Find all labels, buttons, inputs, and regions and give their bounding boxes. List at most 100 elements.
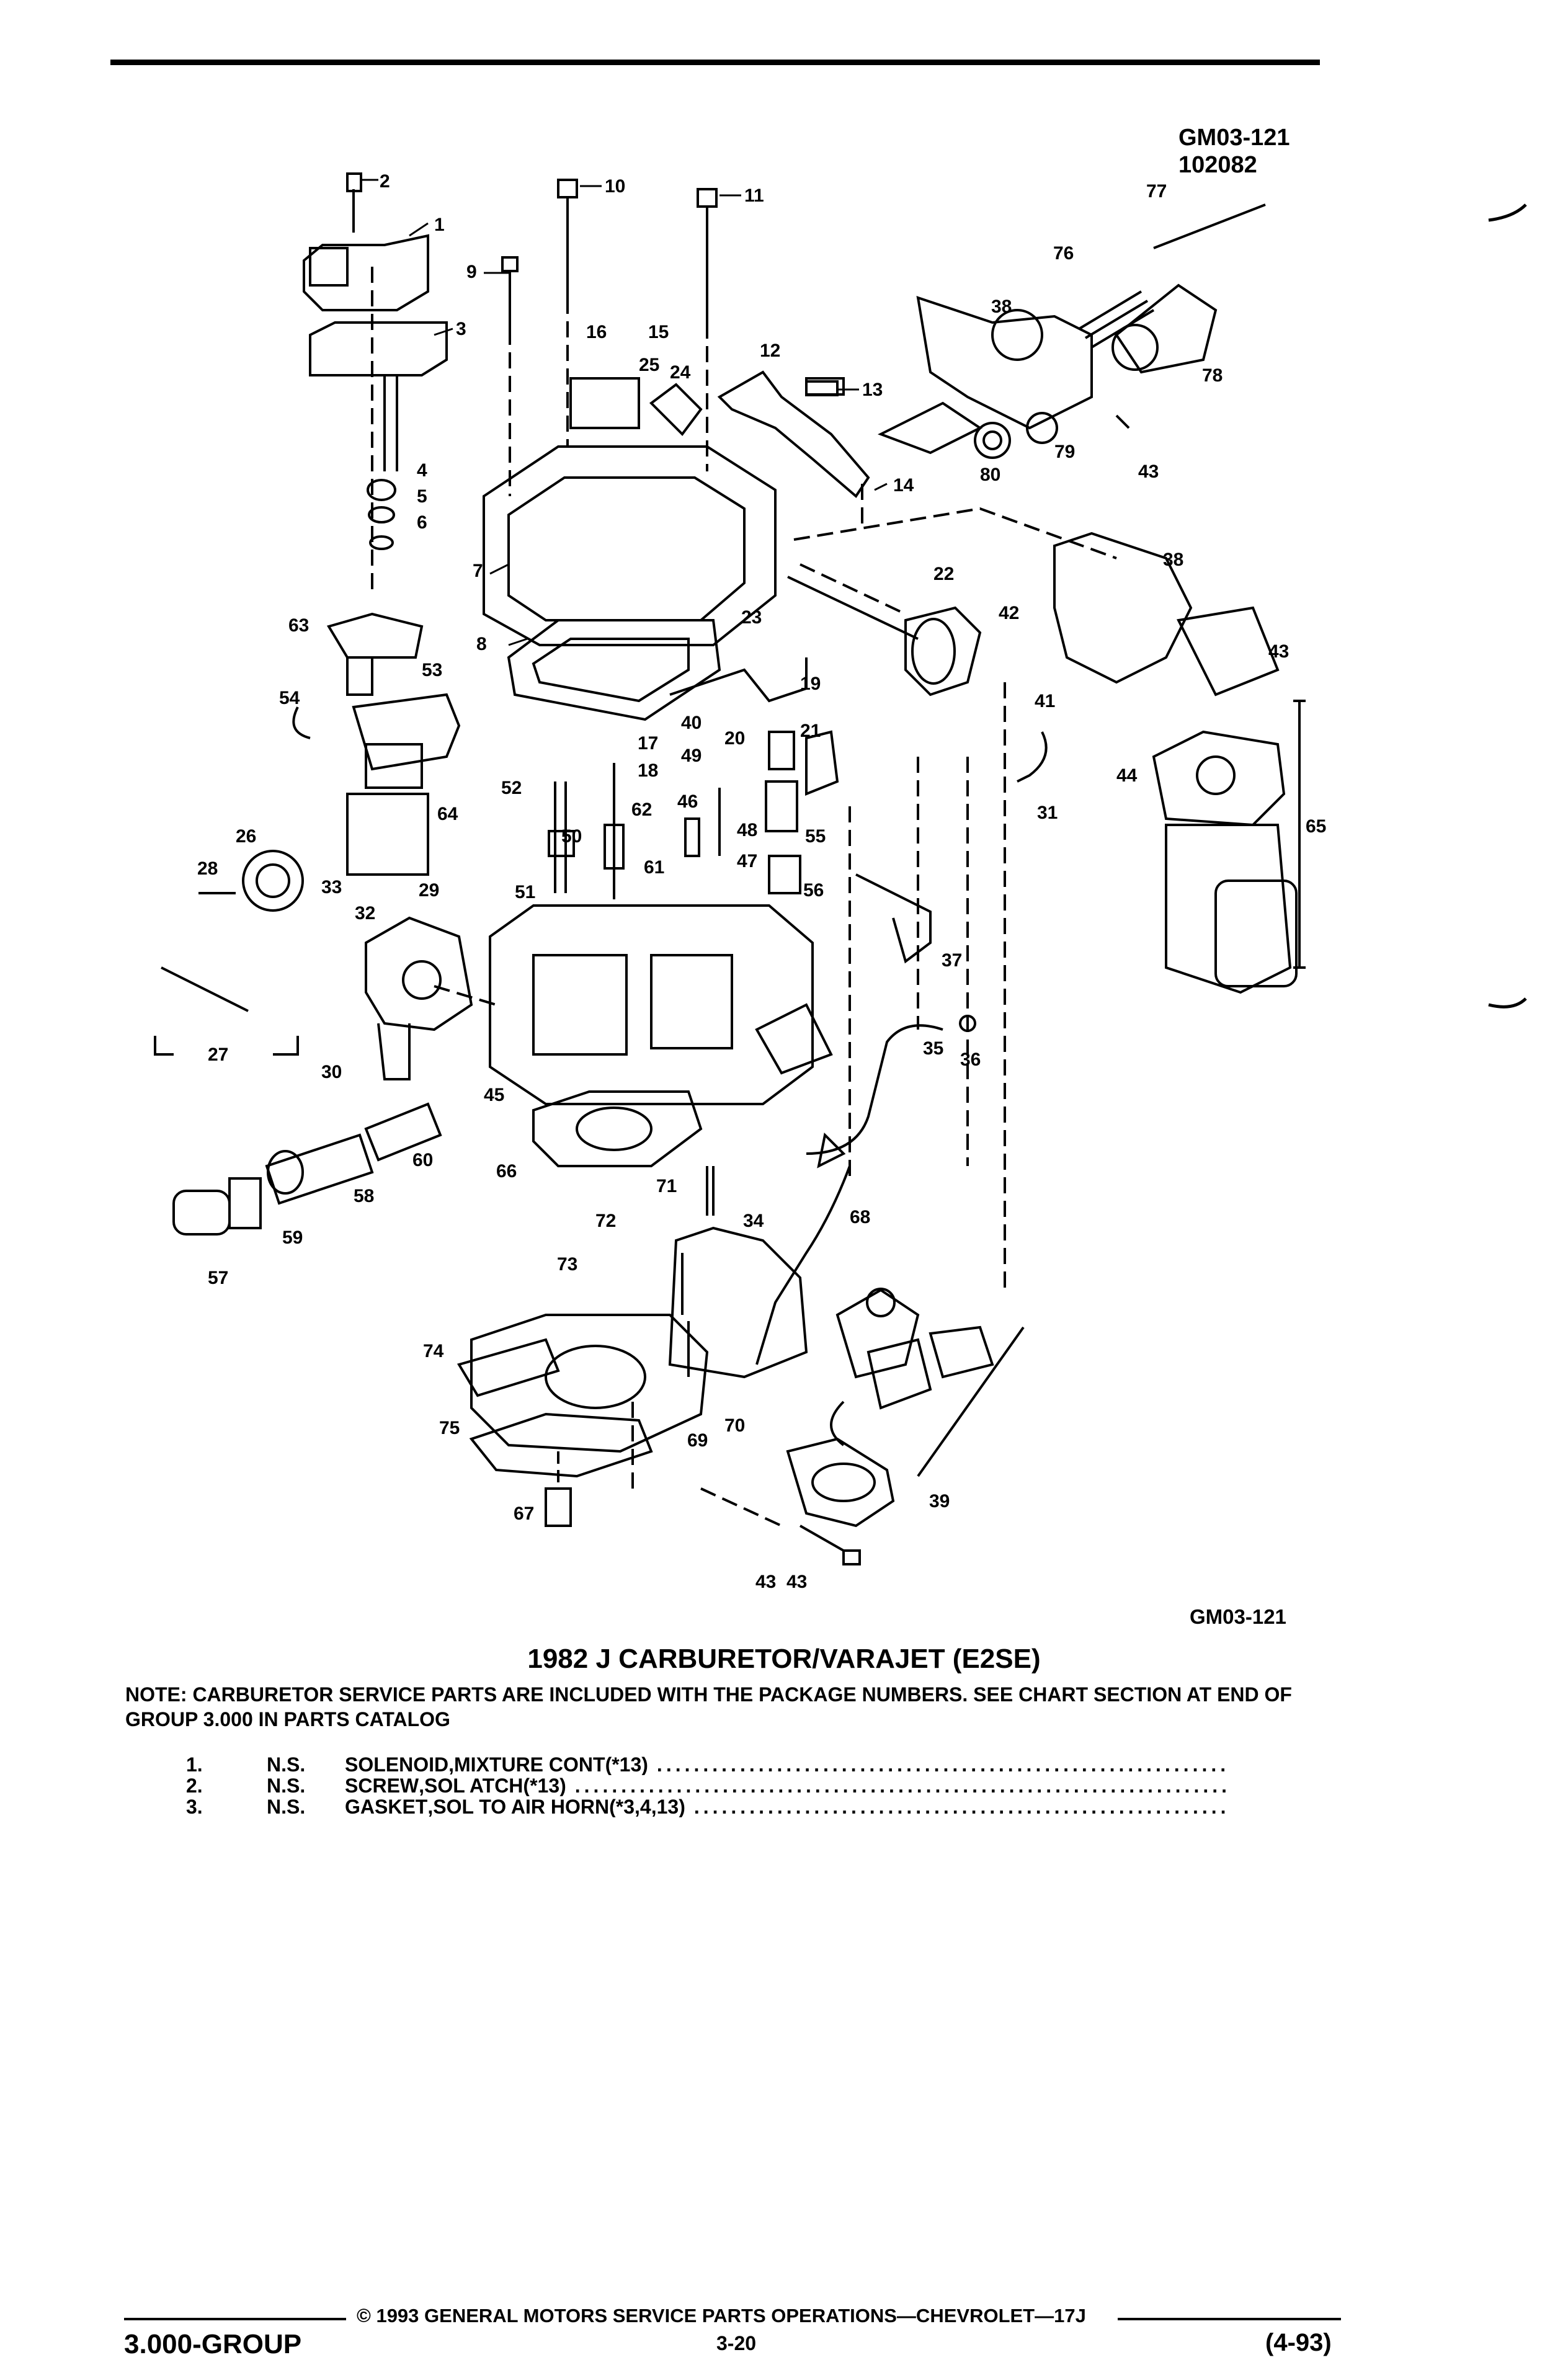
callout: 2 xyxy=(380,171,390,192)
callout: 70 xyxy=(724,1415,745,1436)
figure-code-line: 102082 xyxy=(1178,152,1257,178)
page-number: 3-20 xyxy=(716,2332,757,2354)
callout: 38 xyxy=(991,296,1012,317)
callout: 69 xyxy=(687,1430,708,1451)
copyright-text: © 1993 GENERAL MOTORS SERVICE PARTS OPER… xyxy=(357,2305,1086,2327)
callout: 31 xyxy=(1037,803,1058,823)
callout: 24 xyxy=(670,362,691,383)
callout: 53 xyxy=(422,660,442,680)
callout: 43 xyxy=(1138,461,1159,482)
footer-rule-left xyxy=(124,2318,346,2320)
parts-list-row: 3. N.S. GASKET ,SOL TO AIR HORN(*3,4,13)… xyxy=(186,1796,1228,1817)
callout: 29 xyxy=(419,880,439,901)
callout: 42 xyxy=(999,603,1019,623)
part-name: SOLENOID xyxy=(345,1754,449,1775)
figure-code-bottom: GM03-121 xyxy=(1190,1605,1286,1628)
callout: 56 xyxy=(803,880,824,901)
parts-list-row: 1. N.S. SOLENOID ,MIXTURE CONT(*13) ....… xyxy=(186,1754,1228,1775)
callout: 57 xyxy=(208,1268,228,1288)
page-title: 1982 J CARBURETOR/VARAJET (E2SE) xyxy=(527,1644,1041,1674)
exploded-view-diagram: 1 2 3 4 5 6 7 8 9 10 11 12 13 14 15 16 1… xyxy=(154,171,1527,1592)
callout: 36 xyxy=(960,1049,981,1070)
callout: 79 xyxy=(1054,442,1075,462)
callout: 72 xyxy=(595,1211,616,1231)
callout: 65 xyxy=(1306,816,1326,837)
callout: 61 xyxy=(644,857,664,878)
callout: 75 xyxy=(439,1418,460,1438)
figure-code-top: GM03-121 102082 xyxy=(1178,124,1290,179)
callout: 52 xyxy=(501,778,522,798)
callout: 12 xyxy=(760,341,780,361)
callout: 54 xyxy=(279,688,300,708)
callout: 59 xyxy=(282,1227,303,1248)
callout: 48 xyxy=(737,820,757,840)
leader-dots: ........................................… xyxy=(574,1775,1228,1796)
callout: 76 xyxy=(1053,243,1074,264)
callout: 62 xyxy=(631,799,652,820)
callout: 34 xyxy=(743,1211,764,1231)
callout: 18 xyxy=(638,760,658,781)
parts-list-row: 2. N.S. SCREW ,SOL ATCH(*13) ...........… xyxy=(186,1775,1228,1796)
parts-list: 1. N.S. SOLENOID ,MIXTURE CONT(*13) ....… xyxy=(186,1754,1228,1817)
part-name: GASKET xyxy=(345,1796,428,1817)
callout: 14 xyxy=(893,475,914,496)
callout: 30 xyxy=(321,1062,342,1082)
callout: 3 xyxy=(456,319,466,339)
callout: 27 xyxy=(208,1044,228,1065)
callout: 78 xyxy=(1202,365,1223,386)
note-text: NOTE: CARBURETOR SERVICE PARTS ARE INCLU… xyxy=(125,1683,1292,1730)
callout: 51 xyxy=(515,882,535,902)
part-number: 2. xyxy=(186,1775,203,1796)
callout: 68 xyxy=(850,1207,870,1227)
callout: 38 xyxy=(1163,550,1183,570)
callout: 66 xyxy=(496,1161,517,1182)
callout: 16 xyxy=(586,322,607,342)
callout: 71 xyxy=(656,1176,677,1196)
callout: 20 xyxy=(724,728,745,749)
callout: 63 xyxy=(288,615,309,636)
callout: 64 xyxy=(437,804,458,824)
diagram-linework xyxy=(154,172,1306,1565)
callout: 60 xyxy=(412,1150,433,1170)
footer-rule-right xyxy=(1118,2318,1341,2320)
callout: 25 xyxy=(639,355,659,375)
part-status: N.S. xyxy=(267,1796,306,1817)
callout: 39 xyxy=(929,1491,950,1512)
part-status: N.S. xyxy=(267,1754,306,1775)
top-rule xyxy=(110,60,1320,65)
callout: 11 xyxy=(744,185,764,206)
callout: 80 xyxy=(980,465,1000,485)
callout: 7 xyxy=(473,561,483,581)
part-description: ,SOL TO AIR HORN(*3,4,13) xyxy=(427,1796,685,1817)
part-description: ,SOL ATCH(*13) xyxy=(419,1775,566,1796)
callout: 35 xyxy=(923,1038,943,1059)
group-label: 3.000-GROUP xyxy=(124,2329,302,2359)
part-description: ,MIXTURE CONT(*13) xyxy=(448,1754,648,1775)
callout: 43 xyxy=(1268,641,1289,662)
callout: 32 xyxy=(355,903,375,924)
callout: 1 xyxy=(434,215,445,235)
callout: 28 xyxy=(197,858,218,879)
callout: 55 xyxy=(805,826,826,847)
date-code: (4-93) xyxy=(1265,2329,1332,2356)
callout: 44 xyxy=(1116,765,1138,786)
callout: 10 xyxy=(605,176,625,197)
part-number: 3. xyxy=(186,1796,203,1817)
callout: 40 xyxy=(681,713,702,733)
callout: 41 xyxy=(1035,691,1055,711)
callout: 50 xyxy=(561,826,582,847)
callout: 45 xyxy=(484,1085,504,1105)
part-number: 1. xyxy=(186,1754,203,1775)
callout: 43 xyxy=(786,1572,807,1592)
leader-dots: ........................................… xyxy=(693,1796,1228,1817)
callout: 37 xyxy=(942,950,962,971)
callout: 47 xyxy=(737,851,757,871)
callout: 9 xyxy=(466,262,477,282)
callout: 73 xyxy=(557,1254,577,1275)
leader-dots: ........................................… xyxy=(656,1754,1228,1775)
callout: 43 xyxy=(755,1572,776,1592)
callout: 77 xyxy=(1146,181,1167,202)
callout: 23 xyxy=(741,607,762,628)
part-status: N.S. xyxy=(267,1775,306,1796)
callout: 4 xyxy=(417,460,427,481)
